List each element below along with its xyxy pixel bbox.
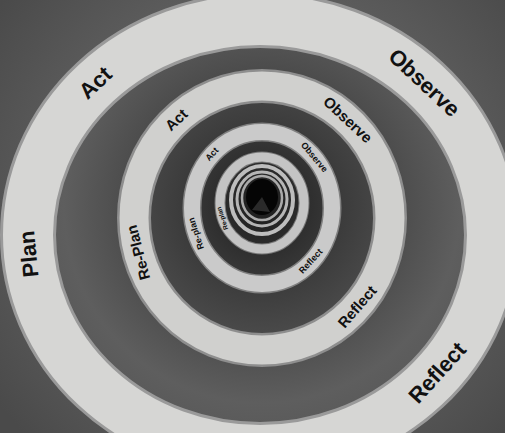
ring-label: Observe: [299, 140, 329, 173]
ring-label: Act: [204, 146, 220, 163]
ring-label: Reflect: [405, 339, 471, 408]
ring-edge: [134, 86, 390, 350]
ring-label: Act: [162, 106, 190, 133]
ring-label: Observe: [384, 45, 464, 121]
ring-label: Reflect: [298, 248, 325, 276]
ring-label: Observe: [321, 94, 375, 146]
spiral-ring: [220, 157, 304, 249]
ring-label: Re-plan: [187, 217, 206, 251]
spiral-ring: [28, 20, 492, 433]
ring-label: Re-plan: [216, 206, 230, 231]
spiral-ring: [134, 86, 390, 350]
spiral-ring: [237, 172, 287, 226]
ring-edge: [220, 157, 304, 249]
ring-label: Re-Plan: [124, 223, 153, 281]
ring-edge: [192, 132, 332, 284]
spiral-ring: [242, 176, 282, 220]
ring-label: Act: [75, 63, 116, 103]
center-hole: [246, 179, 278, 215]
ring-label: Reflect: [335, 283, 379, 331]
ring-label: Plan: [16, 230, 42, 278]
spiral-ring: [192, 132, 332, 284]
ring-edge: [28, 20, 492, 433]
spiral-ring: [231, 166, 293, 234]
center-shadow: [252, 197, 270, 212]
